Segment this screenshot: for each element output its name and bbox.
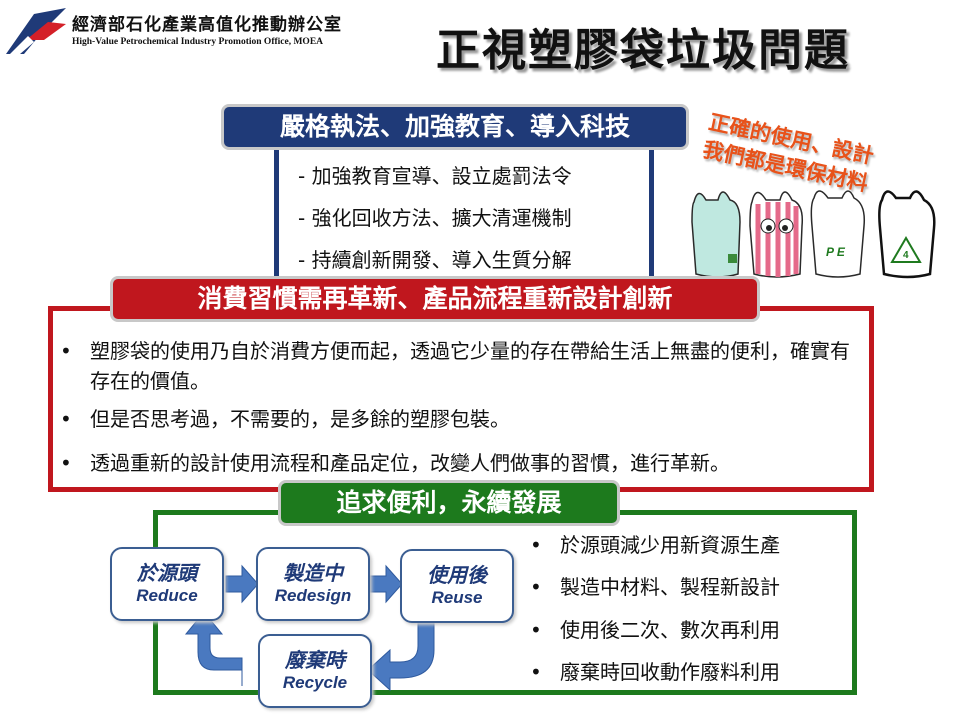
section2-bullet-item: • 透過重新的設計使用流程和產品定位，改變人們做事的習慣，進行革新。	[60, 448, 860, 478]
org-name-cn: 經濟部石化產業高值化推動辦公室	[72, 15, 342, 35]
cycle-step-en: Redesign	[274, 586, 352, 605]
bullet-text: 但是否思考過，不需要的，是多餘的塑膠包裝。	[90, 407, 510, 431]
section2-bullet-item: • 塑膠袋的使用乃自於消費方便而起，透過它少量的存在帶給生活上無盡的便利，確實有…	[60, 336, 860, 396]
cycle-arrows	[184, 564, 435, 692]
black-outline-pe-bag-icon: 4	[878, 190, 936, 279]
bullet-icon: •	[60, 451, 72, 475]
arrow-right-icon	[369, 564, 403, 604]
section3-bullet-item: • 於源頭減少用新資源生產	[530, 530, 850, 560]
bullet-icon: •	[60, 339, 72, 363]
pe-label: P E	[826, 245, 846, 259]
plastic-bags-illustration: P E 4	[691, 190, 936, 279]
cycle-step-redesign: 製造中 Redesign	[256, 547, 370, 621]
bullet-icon: •	[530, 618, 542, 642]
cycle-step-cn: 使用後	[427, 563, 487, 587]
cycle-step-reduce: 於源頭 Reduce	[110, 547, 224, 621]
org-name-en: High-Value Petrochemical Industry Promot…	[72, 37, 324, 47]
moea-logo-icon	[6, 8, 66, 54]
bullet-text: 於源頭減少用新資源生產	[560, 533, 780, 557]
bullet-icon: •	[530, 660, 542, 684]
cycle-step-en: Recycle	[282, 673, 348, 692]
section1-item: - 持續創新開發、導入生質分解	[298, 248, 572, 272]
page-title: 正視塑膠袋垃圾問題	[436, 25, 850, 76]
arrow-up-icon	[184, 611, 243, 686]
bullet-icon: •	[530, 533, 542, 557]
cycle-step-cn: 於源頭	[137, 561, 197, 585]
section1-item: - 加強教育宣導、設立處罰法令	[298, 164, 572, 188]
white-pe-bag-icon: P E	[810, 190, 866, 278]
recycle-number: 4	[903, 250, 909, 261]
recycle-triangle-icon	[890, 236, 922, 263]
arrow-right-icon	[225, 564, 259, 604]
bullet-text: 製造中材料、製程新設計	[560, 575, 780, 599]
section2-frame	[48, 306, 874, 492]
striped-bag-icon	[749, 191, 804, 278]
bullet-icon: •	[530, 575, 542, 599]
cycle-step-en: Reduce	[136, 586, 198, 605]
cycle-step-reuse: 使用後 Reuse	[400, 549, 514, 623]
cycle-step-cn: 製造中	[283, 561, 343, 585]
cycle-step-cn: 廢棄時	[285, 648, 345, 672]
section3-bullet-item: • 使用後二次、數次再利用	[530, 615, 850, 645]
section2-title: 消費習慣需再革新、產品流程重新設計創新	[110, 276, 760, 322]
bullet-text: 塑膠袋的使用乃自於消費方便而起，透過它少量的存在帶給生活上無盡的便利，確實有存在…	[90, 339, 850, 393]
bullet-text: 使用後二次、數次再利用	[560, 618, 780, 642]
green-bag-icon	[691, 191, 741, 278]
section3-bullet-item: • 製造中材料、製程新設計	[530, 572, 850, 602]
section1-title: 嚴格執法、加強教育、導入科技	[221, 104, 689, 150]
bullet-text: 廢棄時回收動作廢料利用	[560, 660, 780, 684]
cycle-step-en: Reuse	[431, 588, 483, 607]
arrow-down-left-icon	[367, 617, 435, 692]
section3-title: 追求便利，永續發展	[278, 480, 620, 526]
cycle-step-recycle: 廢棄時 Recycle	[258, 634, 372, 708]
bullet-icon: •	[60, 407, 72, 431]
bullet-text: 透過重新的設計使用流程和產品定位，改變人們做事的習慣，進行革新。	[90, 451, 730, 475]
section1-item: - 強化回收方法、擴大清運機制	[298, 206, 572, 230]
section2-bullet-item: • 但是否思考過，不需要的，是多餘的塑膠包裝。	[60, 404, 860, 434]
section3-bullet-item: • 廢棄時回收動作廢料利用	[530, 657, 850, 687]
